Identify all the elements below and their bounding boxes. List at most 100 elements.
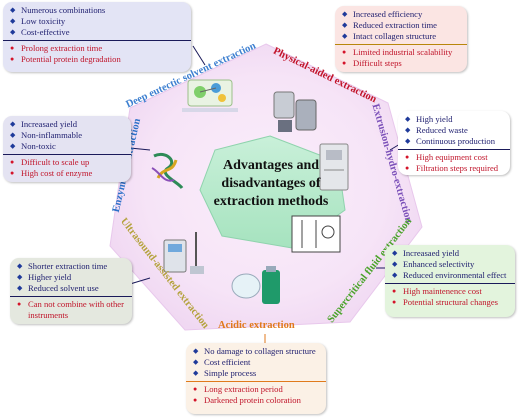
- disadvantage-item: ●High cost of enzyme: [9, 168, 125, 179]
- advantage-text: Cost-effective: [21, 27, 70, 37]
- advantage-text: Increasaed yield: [403, 248, 460, 258]
- diamond-bullet-icon: ◆: [17, 273, 23, 281]
- advantage-text: Higher yield: [28, 272, 72, 282]
- label-acidic: Acidic extraction: [218, 320, 295, 331]
- box-acidic: ◆No damage to collagen structure◆Cost ef…: [186, 343, 326, 414]
- disadvantage-text: Can not combine with other instruments: [28, 299, 124, 320]
- supercritical-device-illustration: [291, 215, 341, 253]
- box-extrusion: ◆High yield◆Reduced waste◆Continuous pro…: [398, 111, 510, 175]
- advantage-text: Non-toxic: [21, 141, 56, 151]
- diamond-bullet-icon: ◆: [392, 249, 398, 257]
- disadvantage-item: ● Potential structural changes: [391, 297, 509, 308]
- diamond-bullet-icon: ◆: [193, 358, 199, 366]
- center-title-line-1: Advantages and: [222, 158, 320, 173]
- diamond-bullet-icon: ◆: [193, 369, 199, 377]
- advantage-item: ◆Numerous combinations: [9, 5, 185, 16]
- disadvantage-text: High equipment cost: [416, 152, 488, 162]
- advantage-item: ◆ Increasaed yield: [9, 119, 125, 130]
- box-divider: [186, 381, 326, 382]
- disadvantage-text: High maintenence cost: [403, 286, 482, 296]
- disadvantages-list: ● Long extraction period ● Darkened protein…: [192, 384, 320, 406]
- advantage-text: Intact collagen structure: [353, 31, 437, 41]
- center-title-line-3: extraction methods: [213, 194, 329, 209]
- disadvantage-text: Darkened protein coloration: [204, 395, 301, 405]
- advantage-text: Non-inflammable: [21, 130, 83, 140]
- disadvantage-text: Limited industrial scalability: [353, 47, 453, 57]
- advantage-text: No damage to collagen structure: [204, 346, 316, 356]
- circle-bullet-icon: ●: [10, 55, 15, 63]
- disadvantage-text: Long extraction period: [204, 384, 283, 394]
- box-physical: ◆Increased efficiency◆Reduced extraction…: [335, 6, 467, 72]
- box-divider: [335, 44, 467, 45]
- diamond-bullet-icon: ◆: [342, 21, 348, 29]
- disadvantage-item: ● Filtration steps required: [404, 163, 504, 174]
- diamond-bullet-icon: ◆: [17, 284, 23, 292]
- advantage-item: ◆Increased efficiency: [341, 9, 461, 20]
- circle-bullet-icon: ●: [392, 298, 397, 306]
- advantage-item: ◆ Intact collagen structure: [341, 31, 461, 42]
- circle-bullet-icon: ●: [405, 164, 410, 172]
- circle-bullet-icon: ●: [10, 158, 15, 166]
- physical-device-illustration: [273, 91, 317, 132]
- disadvantage-text: Filtration steps required: [416, 163, 499, 173]
- advantage-item: ◆Reduced environmental effect: [391, 270, 509, 281]
- disadvantage-item: ● Darkened protein coloration: [192, 395, 320, 406]
- circle-bullet-icon: ●: [193, 385, 198, 393]
- advantage-item: ◆Non-inflammable: [9, 130, 125, 141]
- advantage-text: Simple process: [204, 368, 257, 378]
- disadvantage-item: ●Prolong extraction time: [9, 43, 185, 54]
- diamond-bullet-icon: ◆: [342, 32, 348, 40]
- advantage-text: Shorter extraction time: [28, 261, 108, 271]
- advantage-item: ◆Reduced solvent use: [16, 283, 126, 294]
- disadvantage-item: ●Difficult to scale up: [9, 157, 125, 168]
- disadvantages-list: ● High maintenence cost ● Potential structu…: [391, 286, 509, 308]
- circle-bullet-icon: ●: [10, 44, 15, 52]
- disadvantage-item: ●Limited industrial scalability: [341, 47, 461, 58]
- diamond-bullet-icon: ◆: [17, 262, 23, 270]
- circle-bullet-icon: ●: [392, 287, 397, 295]
- box-des: ◆Numerous combinations◆Low toxicity◆Cost…: [3, 2, 191, 72]
- connector-enzymatic: [129, 147, 151, 151]
- center-title: Advantages and disadvantages of extracti…: [207, 157, 335, 211]
- diamond-bullet-icon: ◆: [10, 28, 16, 36]
- advantage-text: Reduced waste: [416, 125, 468, 135]
- advantages-list: ◆No damage to collagen structure◆Cost ef…: [192, 346, 320, 379]
- disadvantage-item: ● Long extraction period: [192, 384, 320, 395]
- diamond-bullet-icon: ◆: [10, 142, 16, 150]
- advantages-list: ◆Numerous combinations◆Low toxicity◆Cost…: [9, 5, 185, 38]
- diamond-bullet-icon: ◆: [10, 17, 16, 25]
- advantage-text: Increasaed yield: [21, 119, 78, 129]
- disadvantages-list: ●Difficult to scale up●High cost of enzy…: [9, 157, 125, 179]
- disadvantage-item: ●Can not combine with other instruments: [16, 299, 126, 321]
- advantage-text: Reduced environmental effect: [403, 270, 507, 280]
- disadvantage-item: ●Difficult steps: [341, 58, 461, 69]
- disadvantages-list: ●Prolong extraction time●Potential prote…: [9, 43, 185, 65]
- advantage-item: ◆ Higher yield: [16, 272, 126, 283]
- circle-bullet-icon: ●: [405, 153, 410, 161]
- disadvantages-list: ●Limited industrial scalability●Difficul…: [341, 47, 461, 69]
- advantage-item: ◆ Simple process: [192, 368, 320, 379]
- extrusion-device-illustration: [319, 143, 349, 191]
- diamond-bullet-icon: ◆: [10, 120, 16, 128]
- diamond-bullet-icon: ◆: [405, 115, 411, 123]
- advantages-list: ◆Increased efficiency◆Reduced extraction…: [341, 9, 461, 42]
- disadvantage-text: High cost of enzyme: [21, 168, 93, 178]
- disadvantage-item: ● High equipment cost: [404, 152, 504, 163]
- advantage-item: ◆Low toxicity: [9, 16, 185, 27]
- box-supercritical: ◆Increasaed yield◆Enhanced selectivity◆R…: [385, 245, 515, 317]
- disadvantages-list: ●Can not combine with other instruments: [16, 299, 126, 321]
- diamond-bullet-icon: ◆: [342, 10, 348, 18]
- disadvantage-item: ● High maintenence cost: [391, 286, 509, 297]
- box-divider: [385, 283, 515, 284]
- enzyme-structure-illustration: [151, 153, 184, 190]
- box-divider: [3, 40, 191, 41]
- diamond-bullet-icon: ◆: [10, 6, 16, 14]
- connector-ultrasound: [129, 277, 151, 285]
- connector-des: [192, 45, 206, 66]
- advantages-list: ◆ Shorter extraction time ◆ Higher yield◆Re…: [16, 261, 126, 294]
- advantage-text: Enhanced selectivity: [403, 259, 475, 269]
- disadvantage-text: Potential structural changes: [403, 297, 498, 307]
- circle-bullet-icon: ●: [193, 396, 198, 404]
- disadvantage-text: Difficult steps: [353, 58, 402, 68]
